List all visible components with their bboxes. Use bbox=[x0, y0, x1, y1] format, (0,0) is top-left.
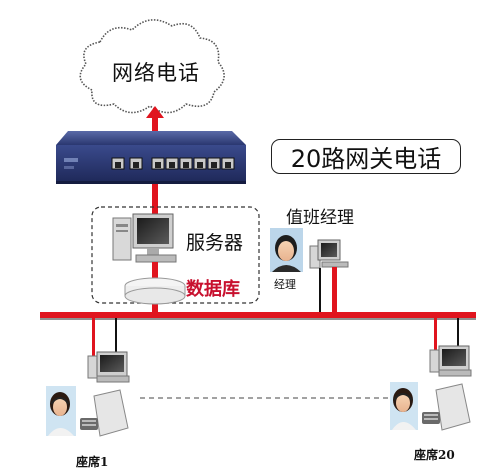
database-disk bbox=[124, 277, 186, 305]
network-bus bbox=[40, 312, 476, 318]
diagram-title: 20路网关电话 bbox=[271, 139, 461, 174]
gateway-port-socket-5 bbox=[183, 162, 189, 168]
gateway-port-socket-8 bbox=[225, 162, 231, 168]
seat20-red-drop bbox=[434, 318, 437, 352]
uplink-arrow-head bbox=[146, 106, 164, 118]
seat1-computer bbox=[87, 351, 130, 383]
manager-bus-link-red bbox=[332, 267, 337, 316]
seat20-phone bbox=[422, 383, 471, 431]
manager-computer bbox=[309, 239, 349, 269]
database-label: 数据库 bbox=[186, 279, 240, 300]
cloud-label: 网络电话 bbox=[112, 61, 200, 85]
manager-caption: 经理 bbox=[274, 278, 296, 291]
gateway-port-socket-3 bbox=[155, 162, 161, 168]
gateway-ports bbox=[111, 157, 235, 170]
gateway-port-socket-1 bbox=[115, 162, 121, 168]
gateway-server-link bbox=[152, 184, 158, 214]
manager-portrait bbox=[270, 228, 303, 272]
uplink-arrow-shaft bbox=[152, 116, 158, 132]
gateway-port-socket-4 bbox=[169, 162, 175, 168]
server-computer bbox=[112, 213, 177, 263]
seat1-label: 座席1 bbox=[76, 455, 109, 469]
server-group-box bbox=[91, 206, 260, 304]
seat20-label: 座席20 bbox=[414, 448, 455, 462]
gateway-port-socket-7 bbox=[211, 162, 217, 168]
seat1-red-drop bbox=[92, 318, 95, 358]
seat1-phone bbox=[80, 389, 129, 437]
server-label: 服务器 bbox=[186, 232, 244, 254]
gateway-port-socket-6 bbox=[197, 162, 203, 168]
seat1-operator bbox=[46, 386, 76, 436]
seat20-computer bbox=[429, 345, 472, 377]
seat20-operator bbox=[390, 382, 418, 430]
manager-title: 值班经理 bbox=[286, 208, 354, 228]
gateway-port-socket-2 bbox=[133, 162, 139, 168]
cloud-shape bbox=[79, 19, 225, 114]
gateway-device bbox=[56, 131, 246, 184]
